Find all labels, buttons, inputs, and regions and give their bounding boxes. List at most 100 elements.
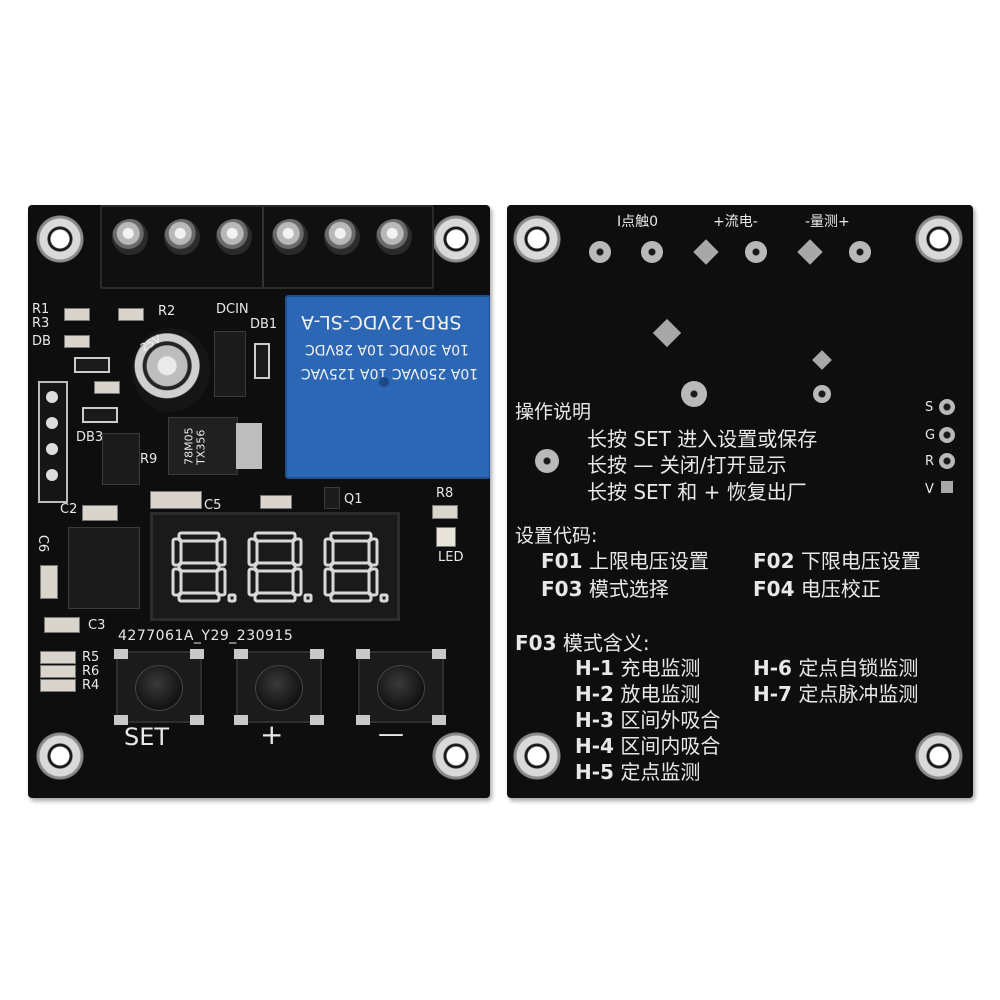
- modes-title: F03 模式含义:: [515, 631, 650, 655]
- settings-f04: F04 电压校正: [753, 577, 881, 601]
- header-pad: [939, 399, 955, 415]
- electrolytic-capacitor: 25V: [132, 328, 210, 412]
- screw-terminal-block: [100, 205, 434, 289]
- smd-capacitor: [150, 491, 202, 509]
- smd-diode: [254, 343, 270, 379]
- label-r1: R1: [32, 302, 50, 317]
- terminal-screw: [272, 219, 308, 255]
- label-led: LED: [438, 550, 464, 565]
- label-c2: C2: [60, 502, 78, 517]
- label-r3: R3: [32, 316, 50, 331]
- relay-rating-dc: 10A 30VDC 10A 28VDC: [305, 341, 470, 357]
- relay: SRD-12VDC-SL-A 10A 30VDC 10A 28VDC 10A 2…: [285, 295, 490, 479]
- mounting-hole-bottom-left: [36, 732, 84, 780]
- smd-resistor: [64, 308, 90, 321]
- settings-f03: F03 模式选择: [541, 577, 669, 601]
- sot-component: [102, 433, 140, 485]
- led-indicator: [436, 527, 456, 547]
- solder-pad: [797, 239, 823, 265]
- solder-pad: [652, 318, 682, 348]
- label-db: DB: [32, 334, 51, 349]
- solder-pad: [812, 350, 832, 370]
- header-pin: [46, 391, 58, 403]
- plus-button-cap[interactable]: [255, 665, 303, 711]
- pin-label-v: V: [925, 482, 934, 497]
- operation-title: 操作说明: [515, 401, 592, 423]
- mode-h4: H-4 区间内吸合: [575, 734, 721, 758]
- pcb-back: I点触0 +流电- -量测+ S G R V 操作说明 长按 SET 进入设置或…: [507, 205, 973, 798]
- header-pad: [939, 453, 955, 469]
- smd-resistor: [40, 651, 76, 664]
- mode-h2: H-2 放电监测: [575, 682, 701, 706]
- mode-h6: H-6 定点自锁监测: [753, 656, 919, 680]
- header-pin: [46, 443, 58, 455]
- smd-resistor: [40, 679, 76, 692]
- mounting-hole-top-left: [513, 215, 561, 263]
- pin-label-g: G: [925, 428, 936, 443]
- mounting-hole-top-right: [432, 215, 480, 263]
- label-output-contact: I点触0: [617, 214, 659, 230]
- label-power: +流电-: [713, 214, 758, 230]
- smd-resistor: [64, 335, 90, 348]
- set-button-label: SET: [124, 723, 170, 751]
- label-dcin: DCIN: [216, 302, 249, 317]
- smd-resistor: [40, 665, 76, 678]
- mounting-hole-bottom-right: [432, 732, 480, 780]
- regulator-tab: [236, 423, 262, 469]
- relay-dot: [379, 377, 389, 387]
- voltage-regulator: 78M05 TX356: [168, 417, 238, 475]
- solder-pad: [849, 241, 871, 263]
- minus-button-cap[interactable]: [377, 665, 425, 711]
- solder-pad: [693, 239, 719, 265]
- pin-label-r: R: [925, 454, 935, 469]
- seven-segment-display: [150, 512, 400, 621]
- label-q1: Q1: [344, 492, 363, 507]
- smd-resistor: [432, 505, 458, 519]
- solder-pad: [589, 241, 611, 263]
- transistor-q1: [324, 487, 340, 509]
- smd-diode: [82, 407, 118, 423]
- smd-capacitor: [44, 617, 80, 633]
- plus-button-label: +: [260, 718, 284, 751]
- label-r9: R9: [140, 452, 158, 467]
- minus-button[interactable]: [356, 649, 446, 725]
- smd-capacitor: [40, 565, 58, 599]
- operation-line-1: 长按 SET 进入设置或保存: [587, 427, 818, 451]
- pin-header: [38, 381, 68, 503]
- mounting-hole-top-right: [915, 215, 963, 263]
- regulator-marking: 78M05 TX356: [182, 427, 208, 465]
- capacitor-rating: 25V: [138, 332, 164, 355]
- terminal-screw: [376, 219, 412, 255]
- mounting-hole-top-left: [36, 215, 84, 263]
- label-r8: R8: [436, 486, 454, 501]
- solder-pad: [745, 241, 767, 263]
- relay-model: SRD-12VDC-SL-A: [301, 311, 462, 333]
- mounting-hole-bottom-left: [513, 732, 561, 780]
- header-pad: [941, 481, 953, 493]
- board-id: 4277061A_Y29_230915: [118, 628, 294, 644]
- label-r2: R2: [158, 304, 176, 319]
- label-c3: C3: [88, 618, 106, 633]
- terminal-screw: [324, 219, 360, 255]
- label-r4: R4: [82, 678, 100, 693]
- settings-title: 设置代码:: [515, 525, 598, 547]
- set-button-cap[interactable]: [135, 665, 183, 711]
- solder-pad: [681, 381, 707, 407]
- plus-button[interactable]: [234, 649, 324, 725]
- header-pin: [46, 469, 58, 481]
- display-digits: [171, 531, 389, 603]
- header-pad: [939, 427, 955, 443]
- set-button[interactable]: [114, 649, 204, 725]
- terminal-screw: [164, 219, 200, 255]
- solder-pad: [641, 241, 663, 263]
- operation-line-3: 长按 SET 和 + 恢复出厂: [587, 480, 807, 504]
- settings-f01: F01 上限电压设置: [541, 549, 709, 573]
- smd-capacitor: [82, 505, 118, 521]
- smd-resistor: [118, 308, 144, 321]
- header-pin: [46, 417, 58, 429]
- operation-line-2: 长按 — 关闭/打开显示: [587, 453, 787, 477]
- solder-pad: [813, 385, 831, 403]
- label-r6: R6: [82, 664, 100, 679]
- microcontroller-ic: [61, 527, 147, 609]
- smd-diode: [74, 357, 110, 373]
